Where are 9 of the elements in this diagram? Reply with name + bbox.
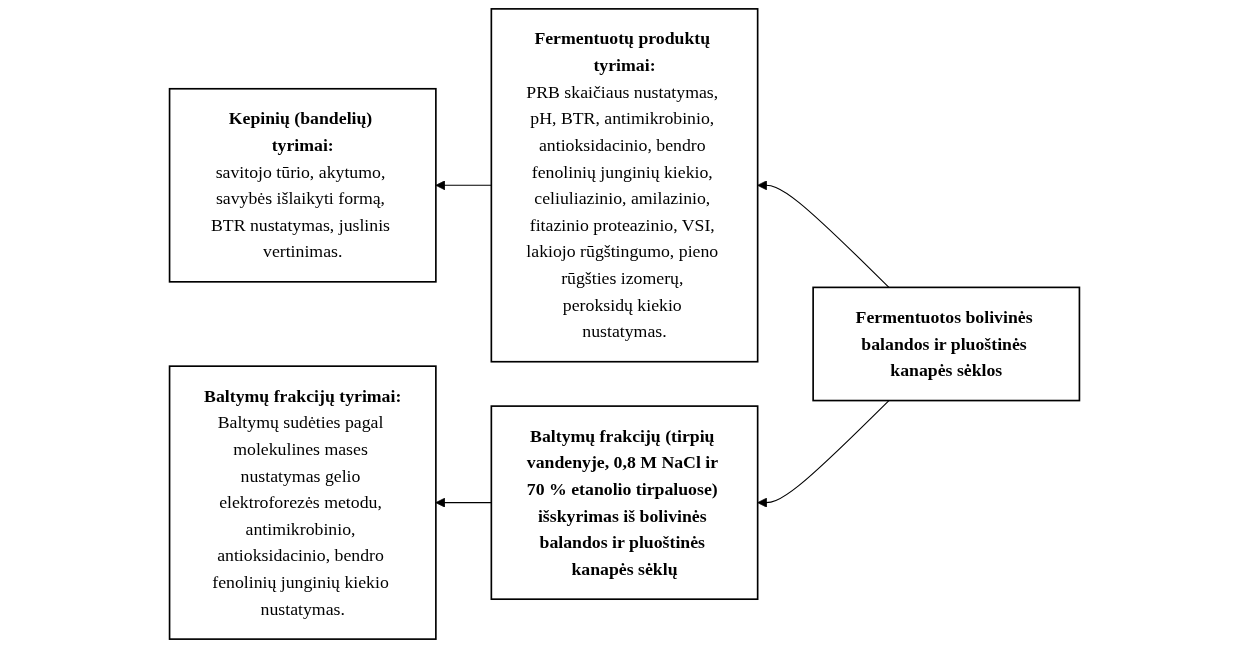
node-box: Kepinių (bandelių) tyrimai: savitojo tūrio, akytumo, savybės išlaikyti formą, BTR nustatymas, juslinis vertinimas. — [168, 87, 437, 283]
node-box: Baltymų frakcijų (tirpių vandenyje, 0,8 M NaCl ir 70 % etanolio tirpaluose) išskyrimas iš bolivinės balandos ir pluoštinės kanapės sėklų — [490, 405, 759, 600]
arrow — [757, 400, 890, 508]
node-box: Fermentuotų produktų tyrimai: PRB skaičiaus nustatymas, pH, BTR, antimikrobinio, antioksidacinio, bendro fenolinių junginių kiekio, celiuliazinio, amilazinio, fitazinio proteazinio, VSI, lakiojo rūgštingumo, pieno rūgšties izomerų, peroksidų kiekio nustatymas. — [490, 8, 759, 363]
node-box: Fermentuotos bolivinės balandos ir pluoštinės kanapės sėklos — [812, 286, 1081, 402]
node-box: Baltymų frakcijų tyrimai: Baltymų sudėties pagal molekulines mases nustatymas gelio elektroforezės metodu, antimikrobinio, antioksidacinio, bendro fenolinių junginių kiekio nustatymas. — [168, 365, 437, 640]
arrow — [435, 180, 492, 191]
arrow — [757, 180, 890, 288]
arrow — [435, 497, 492, 508]
